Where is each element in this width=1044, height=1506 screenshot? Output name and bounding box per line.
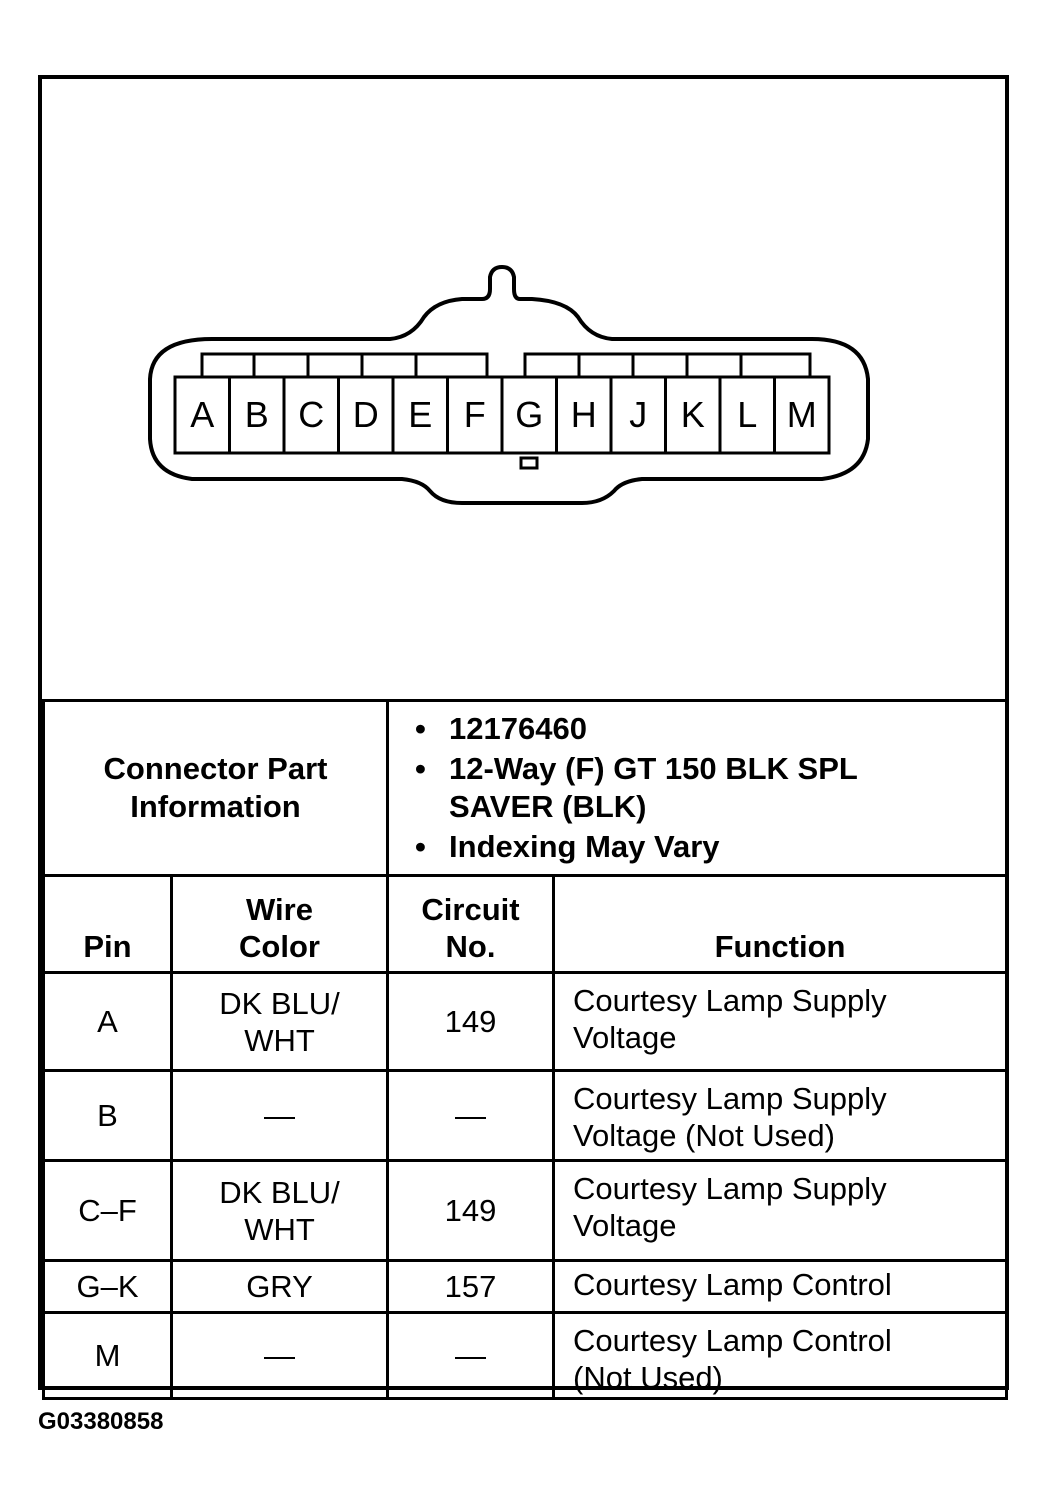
part-info-label-line1: Connector Part bbox=[103, 751, 328, 786]
part-info-item: Indexing May Vary bbox=[415, 828, 1005, 866]
wire-color-cell: GRY bbox=[169, 1259, 390, 1314]
circuit-cell: 157 bbox=[386, 1259, 556, 1314]
part-info-label-line2: Information bbox=[130, 789, 301, 824]
pin-label-d: D bbox=[353, 394, 379, 435]
part-info-row: Connector Part Information 12176460 12-W… bbox=[41, 699, 1009, 877]
pin-label-l: L bbox=[737, 394, 757, 435]
polarizing-key bbox=[519, 456, 539, 470]
pin-label-c: C bbox=[298, 394, 324, 435]
part-info-list: 12176460 12-Way (F) GT 150 BLK SPLSAVER … bbox=[386, 699, 1009, 877]
wire-color-cell: DK BLU/WHT bbox=[169, 971, 390, 1072]
circuit-cell: 149 bbox=[386, 1159, 556, 1262]
header-circuit-no: Circuit No. bbox=[386, 874, 556, 974]
circuit-cell: — bbox=[386, 1069, 556, 1162]
header-function: Function bbox=[552, 874, 1009, 974]
pin-cell: B bbox=[42, 1069, 173, 1162]
pin-label-f: F bbox=[464, 394, 486, 435]
wire-color-cell: DK BLU/WHT bbox=[169, 1159, 390, 1262]
part-info-label: Connector Part Information bbox=[41, 699, 390, 877]
wire-color-cell: — bbox=[169, 1311, 390, 1400]
pin-label-b: B bbox=[245, 394, 269, 435]
pin-cell: G–K bbox=[42, 1259, 173, 1314]
pin-label-e: E bbox=[408, 394, 432, 435]
circuit-cell: 149 bbox=[386, 971, 556, 1072]
header-wire-color: Wire Color bbox=[169, 874, 390, 974]
table-header-row: Pin Wire Color Circuit No. Function bbox=[42, 874, 1009, 974]
pin-retainer-brackets bbox=[200, 352, 812, 377]
connector-housing-outline bbox=[148, 264, 870, 505]
function-cell: Courtesy Lamp Control(Not Used) bbox=[552, 1311, 1009, 1400]
circuit-cell: — bbox=[386, 1311, 556, 1400]
pin-cell: M bbox=[42, 1311, 173, 1400]
pin-label-j: J bbox=[629, 394, 647, 435]
pin-cell: A bbox=[42, 971, 173, 1072]
figure-id: G03380858 bbox=[38, 1408, 164, 1435]
wire-color-cell: — bbox=[169, 1069, 390, 1162]
connector-info-table: Connector Part Information 12176460 12-W… bbox=[41, 699, 1009, 1400]
part-info-item: 12176460 bbox=[415, 710, 1005, 748]
table-row: G–K GRY 157 Courtesy Lamp Control bbox=[42, 1259, 1009, 1314]
pin-label-g: G bbox=[515, 394, 543, 435]
header-pin: Pin bbox=[42, 874, 173, 974]
function-cell: Courtesy Lamp Control bbox=[552, 1259, 1009, 1314]
pin-label-k: K bbox=[681, 394, 705, 435]
pin-label-a: A bbox=[190, 394, 214, 435]
pin-label-h: H bbox=[571, 394, 597, 435]
pin-label-m: M bbox=[787, 394, 817, 435]
table-row: M — — Courtesy Lamp Control(Not Used) bbox=[42, 1311, 1009, 1400]
pin-cavity-m bbox=[773, 375, 831, 455]
pin-cell: C–F bbox=[42, 1159, 173, 1262]
